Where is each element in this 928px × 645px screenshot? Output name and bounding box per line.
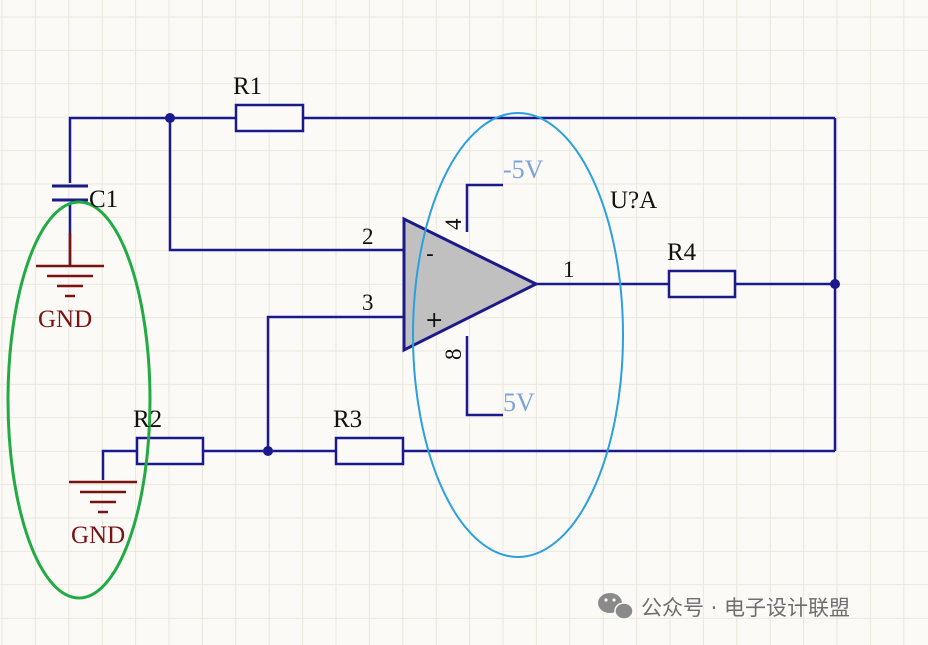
inverting-sign: - [426,242,434,267]
wire-gnd2 [101,449,137,480]
wire-pin3 [266,315,405,451]
label-opamp: U?A [610,187,657,214]
wire-pin4 [465,183,503,232]
label-r1: R1 [233,73,262,100]
wechat-eye [604,598,608,602]
label-r3: R3 [333,406,362,433]
resistor-r4 [667,269,737,299]
ground-symbol-top [36,233,104,298]
ground-symbol-bottom [69,480,137,514]
pin-number-4: 4 [441,218,466,230]
resistor-r1 [234,103,305,133]
label-c1: C1 [89,186,118,213]
label-positive-supply: 5V [503,388,535,417]
wechat-eye [612,598,616,602]
opamp-triangle [402,216,540,353]
label-r2: R2 [133,406,162,433]
watermark-text: 公众号 · 电子设计联盟 [641,596,850,620]
wire-pin8 [465,336,503,417]
junction-dot [165,113,175,123]
junction-dot [830,279,840,289]
resistor-r3 [334,436,405,466]
pin-number-3: 3 [362,290,374,315]
resistors [135,103,737,466]
pin-number-1: 1 [563,257,575,282]
label-r4: R4 [667,239,697,266]
junction-dot [263,446,273,456]
noninverting-sign: + [425,308,443,333]
label-negative-supply: -5V [503,155,544,184]
green-annotation-ellipse [6,200,152,600]
wechat-bubble-small [614,602,634,620]
label-gnd-bottom: GND [71,522,125,549]
pin-number-2: 2 [362,224,374,249]
capacitor-c1 [52,184,88,202]
label-gnd-top: GND [38,306,92,333]
junctions [165,113,840,456]
wire-pin2 [168,118,405,252]
wechat-icon [598,593,634,620]
watermark: 公众号 · 电子设计联盟 [598,593,850,620]
pin-number-8: 8 [441,349,466,361]
wire-c1-top [68,116,236,183]
blue-annotation-ellipse [412,112,624,558]
